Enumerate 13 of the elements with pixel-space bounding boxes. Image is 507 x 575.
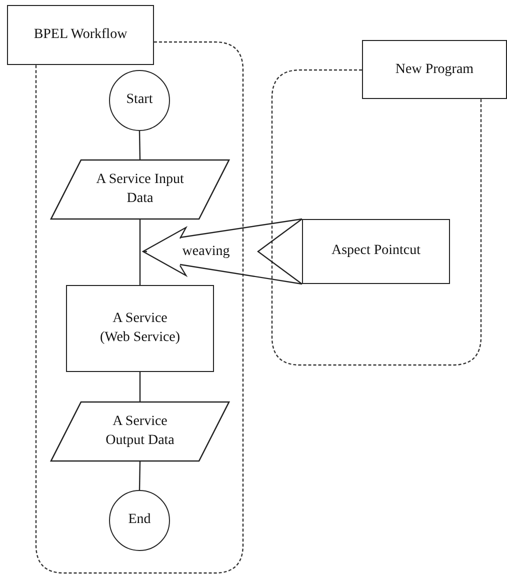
process-box: Aspect Pointcut [302, 219, 450, 284]
connector-line [138, 460, 141, 490]
connector-line [138, 130, 141, 160]
process-box: A Service (Web Service) [66, 285, 214, 372]
data-parallelogram: A Service Output Data [51, 402, 229, 461]
heading-box: BPEL Workflow [7, 5, 154, 65]
terminal-circle: End [109, 490, 170, 551]
data-parallelogram: A Service Input Data [51, 160, 229, 219]
connector-line [139, 219, 141, 285]
connector-line [139, 372, 141, 402]
heading-box: New Program [362, 40, 507, 99]
terminal-circle: Start [109, 70, 170, 131]
edge-label: weaving [180, 244, 232, 260]
